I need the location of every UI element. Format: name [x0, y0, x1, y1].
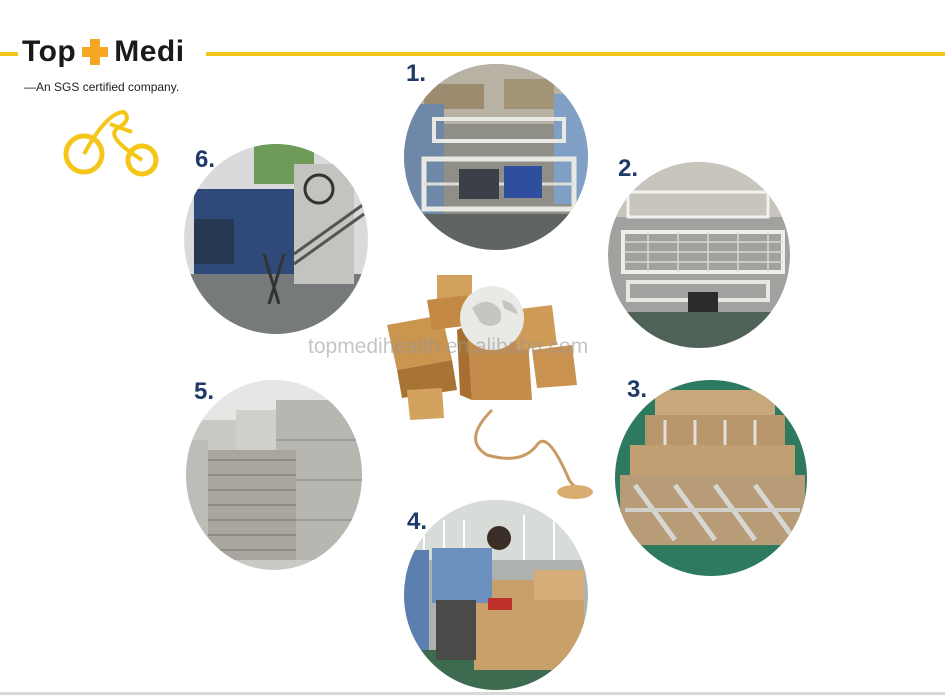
bicycle-logo-icon [63, 109, 159, 177]
brand-logo: Top Medi [22, 32, 185, 72]
medical-cross-icon [82, 39, 109, 65]
step-number-2: 2. [618, 155, 639, 182]
brand-rule-right [206, 52, 945, 56]
step-number-1: 1. [406, 60, 427, 87]
brand-tagline: —An SGS certified company. [24, 80, 180, 94]
brand-word-top: Top [22, 35, 77, 68]
step-number-5: 5. [194, 378, 215, 405]
step-number-3: 3. [627, 376, 648, 403]
bottom-rule [0, 692, 945, 695]
container-loading-photo [184, 144, 368, 334]
frames-packed-in-boxes-photo [615, 380, 807, 576]
stacked-cartons-photo [186, 380, 362, 570]
shipping-boxes-globe-icon [387, 275, 593, 499]
step-number-6: 6. [195, 146, 216, 173]
step-number-4: 4. [407, 508, 428, 535]
worker-strapping-box-photo [404, 500, 588, 690]
brand-word-medi: Medi [114, 35, 185, 68]
factory-bed-frames-photo [404, 64, 588, 250]
bed-frames-assembly-photo [608, 162, 790, 348]
watermark-text: topmedihealth.en.alibaba.com [308, 335, 589, 358]
brand-rule-left [0, 52, 18, 56]
